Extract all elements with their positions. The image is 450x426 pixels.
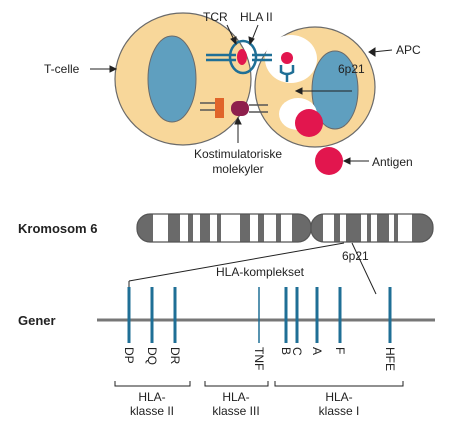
apc-antigen-inside: [295, 109, 323, 137]
free-antigen: [315, 147, 343, 175]
bracket-class-i: [274, 381, 404, 387]
class-iii-label-line1: HLA-: [222, 390, 249, 404]
costimulatory-molecules: [200, 98, 268, 118]
zoom-line-right: [351, 242, 377, 295]
chromosome-label: Kromosom 6: [18, 221, 97, 236]
t-cell-nucleus: [147, 35, 197, 123]
gene-markers: [127, 287, 392, 343]
apc-arrow: [372, 49, 393, 53]
gene-label-tnf: TNF: [252, 347, 266, 370]
class-brackets: [114, 381, 404, 387]
vesicle-peptide: [281, 52, 293, 64]
costim-label-line2: molekyler: [212, 162, 263, 176]
gene-label-dr: DR: [168, 347, 182, 365]
class-i-label-line1: HLA-: [325, 390, 352, 404]
hla-binding-cleft: [228, 39, 258, 75]
gene-label-c: C: [290, 347, 304, 356]
gene-label-f: F: [333, 347, 347, 354]
costim-orange-block: [215, 98, 224, 118]
chromosome-6: [136, 213, 434, 243]
genes-row-label: Gener: [18, 313, 56, 328]
tcr-label: TCR: [203, 10, 228, 24]
antigen-label: Antigen: [372, 155, 413, 169]
tcr-peptide: [237, 49, 247, 65]
class-ii-label-line2: klasse II: [130, 404, 174, 418]
class-iii-label-line2: klasse III: [212, 404, 259, 418]
class-i-label-line2: klasse I: [319, 404, 360, 418]
t-cell-label: T-celle: [44, 62, 80, 76]
costim-maroon-block: [231, 101, 249, 116]
bracket-class-ii: [114, 381, 191, 387]
hla-ii-label: HLA II: [240, 10, 273, 24]
chromosome-q-arm: [311, 214, 433, 242]
bracket-class-iii: [204, 381, 269, 387]
chromosome-p-arm: [137, 214, 311, 242]
gene-label-hfe: HFE: [383, 347, 397, 371]
gene-label-a: A: [310, 347, 324, 355]
apc-nucleus: [311, 50, 359, 130]
label-arrows: [90, 24, 393, 165]
costim-label-line1: Kostimulatoriske: [194, 147, 282, 161]
tcr-hla-complex: [206, 39, 272, 75]
apc-cell: [254, 26, 376, 148]
locus-label-top: 6p21: [338, 62, 365, 76]
apc-label: APC: [396, 43, 421, 57]
tcr-arrow: [226, 24, 235, 41]
class-labels: HLA- klasse II HLA- klasse III HLA- klas…: [130, 390, 359, 418]
class-ii-label-line1: HLA-: [138, 390, 165, 404]
gene-labels: DP DQ DR TNF B C A F HFE: [122, 347, 397, 371]
locus-label-chromosome: 6p21: [342, 249, 369, 263]
gene-label-dq: DQ: [145, 347, 159, 365]
gene-label-b: B: [279, 347, 293, 355]
zoom-line-left: [128, 242, 345, 282]
gene-label-dp: DP: [122, 347, 136, 364]
hla-complex-label: HLA-komplekset: [216, 265, 305, 279]
hla-ii-arrow: [251, 24, 259, 41]
